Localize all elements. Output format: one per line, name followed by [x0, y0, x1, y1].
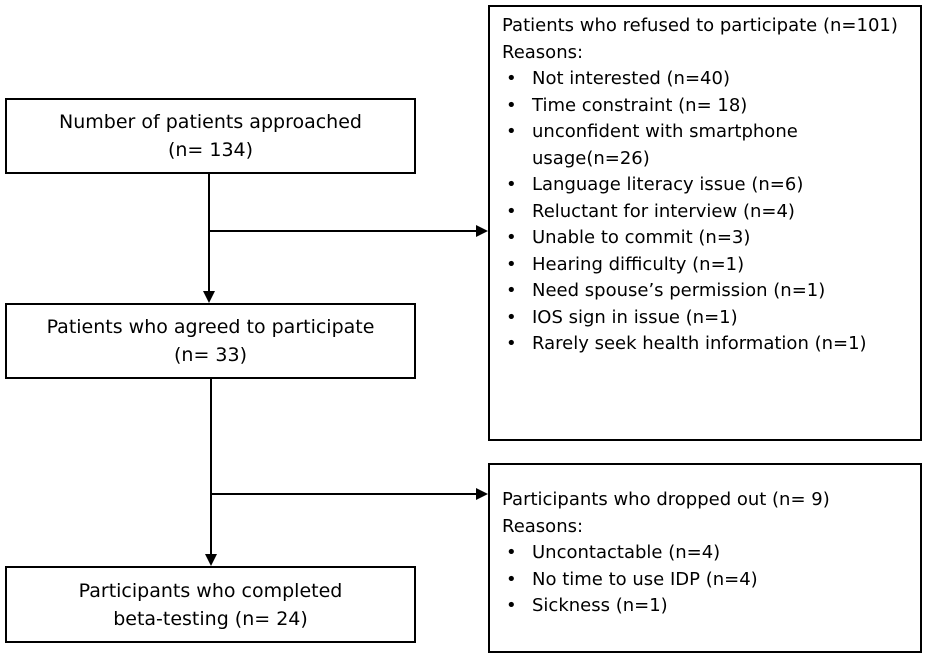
completed-box: Participants who completed beta-testing …: [5, 566, 416, 643]
refused-box: Patients who refused to participate (n=1…: [488, 5, 922, 441]
refused-reason: Need spouse’s permission (n=1): [502, 278, 912, 305]
connector-branch-refused: [208, 230, 476, 232]
connector-approached-agreed: [208, 174, 210, 291]
refused-reason: Language literacy issue (n=6): [502, 172, 912, 199]
approached-label: Number of patients approached: [59, 111, 362, 133]
refused-reason: Rarely seek health information (n=1): [502, 331, 912, 358]
refused-reason: Hearing difficulty (n=1): [502, 252, 912, 279]
refused-reason: unconfident with smartphone usage(n=26): [502, 119, 912, 172]
dropped-reason: Sickness (n=1): [502, 593, 912, 620]
refused-reason: Reluctant for interview (n=4): [502, 199, 912, 226]
completed-label: Participants who completed: [78, 579, 343, 602]
agreed-box: Patients who agreed to participate (n= 3…: [5, 303, 416, 379]
agreed-count: (n= 33): [173, 344, 247, 366]
refused-reason: Unable to commit (n=3): [502, 225, 912, 252]
refused-reason: Not interested (n=40): [502, 66, 912, 93]
agreed-label: Patients who agreed to participate: [46, 316, 375, 338]
refused-reasons-list: Not interested (n=40) Time constraint (n…: [502, 66, 912, 358]
refused-reason: IOS sign in issue (n=1): [502, 305, 912, 332]
dropped-box: Participants who dropped out (n= 9) Reas…: [488, 463, 922, 653]
connector-agreed-completed: [210, 379, 212, 554]
dropped-reasons-label: Reasons:: [502, 515, 584, 537]
refused-reasons-label: Reasons:: [502, 41, 584, 63]
refused-title: Patients who refused to participate (n=1…: [502, 15, 898, 36]
approached-count: (n= 134): [167, 139, 254, 161]
dropped-reason: Uncontactable (n=4): [502, 540, 912, 567]
approached-box: Number of patients approached (n= 134): [5, 98, 416, 174]
refused-reason: Time constraint (n= 18): [502, 93, 912, 120]
arrowhead-to-dropped: [476, 488, 488, 500]
completed-count: beta-testing (n= 24): [113, 607, 308, 630]
dropped-reason: No time to use IDP (n=4): [502, 567, 912, 594]
arrowhead-to-refused: [476, 225, 488, 237]
arrowhead-to-completed: [205, 554, 217, 566]
arrowhead-to-agreed: [203, 291, 215, 303]
connector-branch-dropped: [210, 493, 476, 495]
dropped-title: Participants who dropped out (n= 9): [502, 489, 830, 510]
dropped-reasons-list: Uncontactable (n=4) No time to use IDP (…: [502, 540, 912, 620]
